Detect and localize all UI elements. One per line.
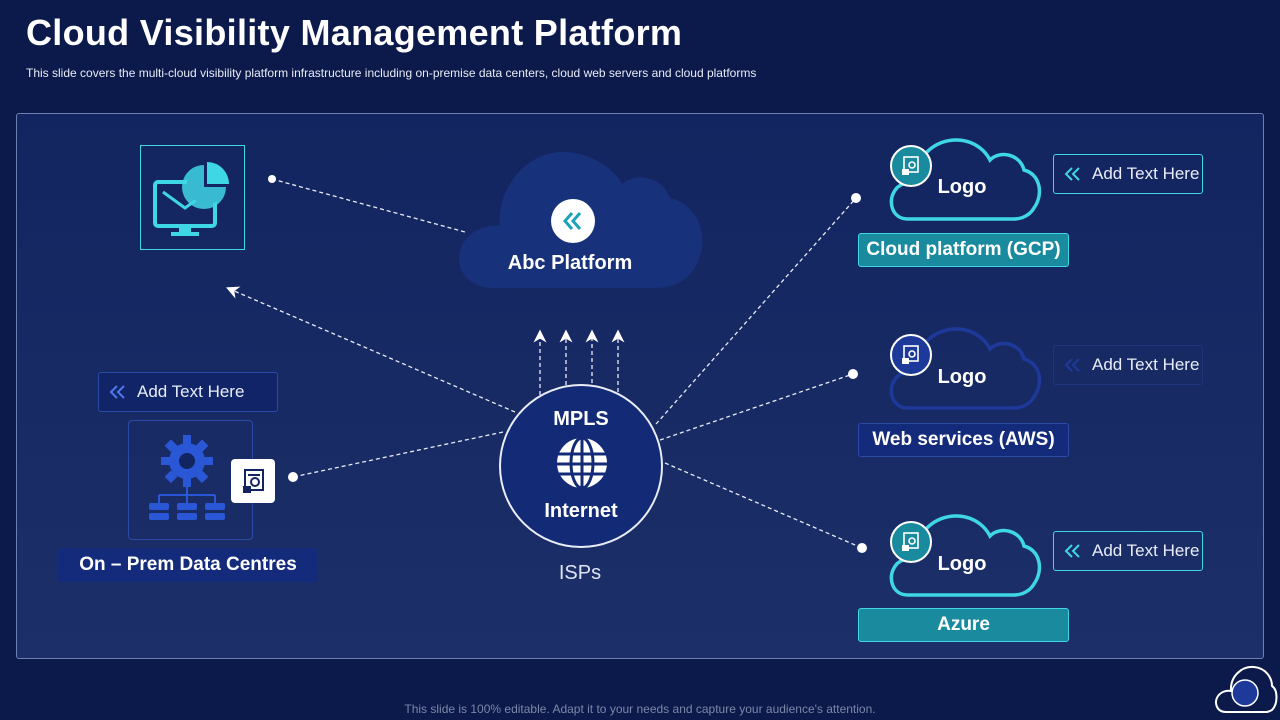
line-to-aws — [659, 373, 854, 441]
network-gear-icon — [149, 435, 225, 520]
chevron-left-icon — [563, 212, 582, 230]
analytics-monitor-box — [140, 145, 245, 250]
azure-cloud-outline — [889, 514, 1042, 597]
line-endpoint — [848, 369, 858, 379]
onprem-label: On – Prem Data Centres — [58, 548, 318, 582]
slide-footer: This slide is 100% editable. Adapt it to… — [404, 702, 876, 716]
platform-logo-icon — [551, 199, 595, 243]
chevron-left-icon — [109, 384, 137, 400]
aws-badge-icon — [890, 334, 932, 376]
globe-icon — [557, 436, 607, 490]
line-to-gcp — [655, 197, 857, 425]
gcp-label: Cloud platform (GCP) — [858, 233, 1069, 267]
datacenter-box — [128, 420, 253, 540]
line-endpoint — [288, 472, 298, 482]
slide-subtitle: This slide covers the multi-cloud visibi… — [26, 66, 757, 80]
aws-label: Web services (AWS) — [858, 423, 1069, 457]
azure-add-text-box[interactable]: Add Text Here — [1053, 531, 1203, 571]
server-lock-icon — [902, 156, 919, 175]
aws-add-text-box[interactable]: Add Text Here — [1053, 345, 1203, 385]
gcp-add-text-box[interactable]: Add Text Here — [1053, 154, 1203, 194]
azure-logo-text: Logo — [937, 553, 987, 575]
server-lock-icon — [902, 345, 919, 364]
onprem-add-text-box[interactable]: Add Text Here — [98, 372, 278, 412]
line-endpoint — [268, 175, 276, 183]
chevron-left-icon — [1064, 357, 1092, 373]
gcp-add-text: Add Text Here — [1092, 164, 1200, 183]
chevron-left-icon — [1064, 166, 1092, 182]
aws-add-text: Add Text Here — [1092, 355, 1200, 374]
slide-title: Cloud Visibility Management Platform — [26, 12, 683, 53]
server-lock-icon — [902, 532, 919, 551]
azure-add-text: Add Text Here — [1092, 541, 1200, 560]
hub-top-label: MPLS — [553, 408, 609, 430]
chevron-left-icon — [1064, 543, 1092, 559]
line-endpoint — [851, 193, 861, 203]
platform-label: Abc Platform — [507, 252, 633, 274]
line-to-analytics — [226, 286, 516, 413]
line-to-onprem — [292, 431, 504, 478]
aws-cloud-outline — [889, 327, 1042, 410]
isps-caption: ISPs — [558, 562, 602, 584]
line-to-azure — [664, 462, 863, 549]
monitor-chart-icon — [153, 162, 229, 236]
gcp-badge-icon — [890, 145, 932, 187]
onprem-badge-icon — [231, 459, 275, 503]
corner-cloud-logo-icon — [1215, 665, 1278, 713]
internet-hub: MPLS Internet — [499, 384, 663, 548]
gcp-logo-text: Logo — [937, 176, 987, 198]
line-endpoint — [857, 543, 867, 553]
aws-logo-text: Logo — [937, 366, 987, 388]
line-to-platform — [271, 178, 466, 233]
onprem-add-text: Add Text Here — [137, 382, 245, 401]
hub-bottom-label: Internet — [544, 500, 618, 522]
gcp-cloud-outline — [889, 138, 1042, 221]
server-lock-icon — [243, 469, 264, 493]
azure-label: Azure — [858, 608, 1069, 642]
azure-badge-icon — [890, 521, 932, 563]
